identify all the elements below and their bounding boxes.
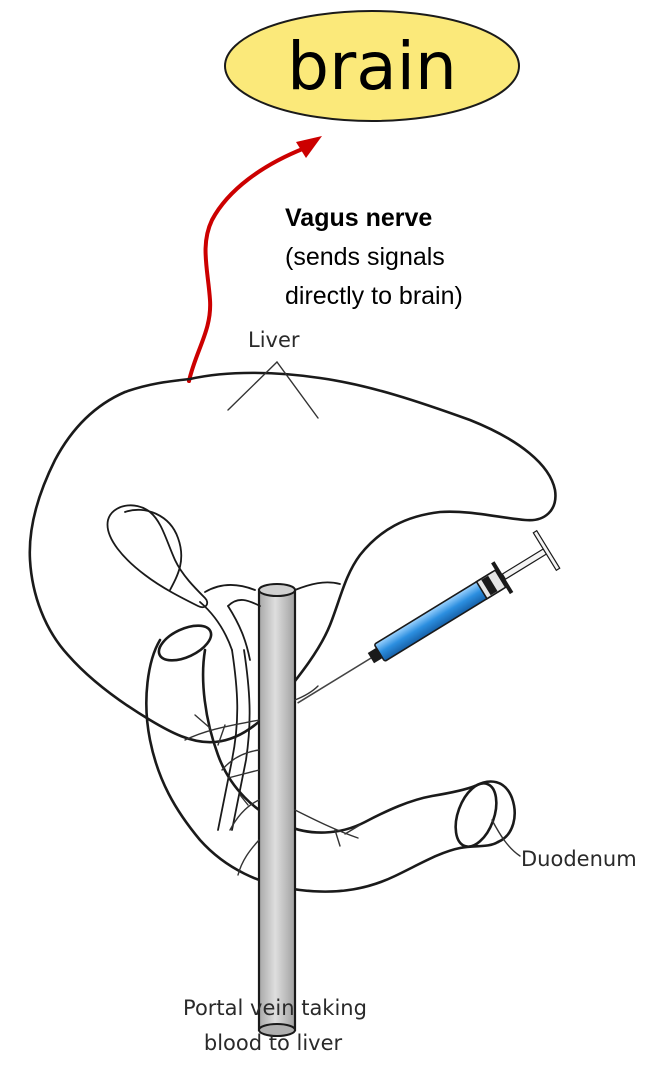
hepatic-branch-3 [295,582,340,590]
portal-vein-tube [259,590,295,1030]
vagus-nerve-title: Vagus nerve [285,204,432,232]
stomach-stub [154,618,217,667]
portal-vein-top [259,584,295,596]
vagus-nerve-desc-line1: (sends signals [285,243,445,271]
hepatic-branch-1 [205,585,255,592]
syringe-icon [286,531,560,722]
duodenum-opening [448,778,504,852]
portal-vein [259,584,295,1036]
duodenum-outline [146,640,498,892]
syringe-thumb-rest [533,531,559,571]
hepatic-artery [228,606,250,660]
tributary-4 [238,840,259,875]
gallbladder-outline [108,505,208,607]
tributary-5 [295,810,358,838]
liver-leader-left [228,362,277,410]
vagus-arrowhead [296,136,322,158]
vagus-nerve-desc-line2: directly to brain) [285,282,463,310]
gallbladder [108,505,232,650]
liver-lobe-line [125,510,181,590]
duodenum-label: Duodenum [521,847,637,871]
duodenum-organ [146,618,520,891]
brain-label: brain [287,28,457,105]
portal-vein-label-line2: blood to liver [204,1031,343,1055]
liver-label: Liver [248,328,300,352]
portal-vein-label-line1: Portal vein taking [183,996,367,1020]
tributary-2 [222,750,259,770]
hepatic-branch-2 [228,600,260,606]
liver-leader-right [277,362,318,418]
vagus-nerve-caption: Vagus nerve (sends signals directly to b… [285,204,463,310]
syringe-plunger-rod [502,549,546,579]
brain-node: brain [225,11,519,121]
